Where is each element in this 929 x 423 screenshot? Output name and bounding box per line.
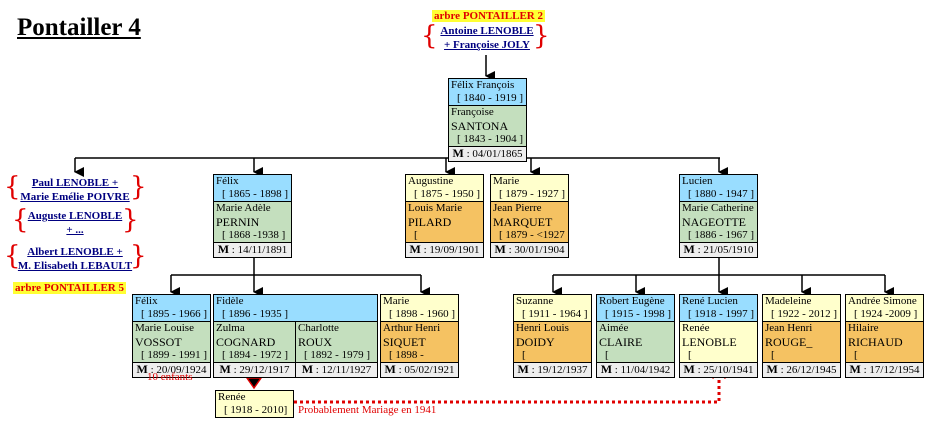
- page-title: Pontailler 4: [17, 14, 141, 41]
- tree-link-pontailler-2[interactable]: arbre PONTAILLER 2: [432, 6, 545, 24]
- marriage: M : 14/11/1891: [214, 243, 291, 257]
- right-brace-icon: }: [122, 205, 139, 235]
- person[interactable]: Robert Eugène[ 1915 - 1998 ]: [597, 295, 674, 322]
- tree-link-label: arbre PONTAILLER 2: [432, 10, 545, 22]
- person[interactable]: Renée[ 1918 - 2010]: [216, 391, 293, 417]
- marriage: M : 30/01/1904: [491, 243, 568, 257]
- right-brace-icon: }: [130, 241, 147, 271]
- marriage: M : 20/09/1924: [133, 363, 210, 377]
- person[interactable]: Marie[ 1879 - 1927 ]: [491, 175, 568, 202]
- marriage: M : 19/09/1901: [406, 243, 483, 257]
- parents-link-line2: + Françoise JOLY: [444, 39, 530, 51]
- left-brace-icon: {: [12, 205, 29, 235]
- person[interactable]: Félix[ 1865 - 1898 ]: [214, 175, 291, 202]
- marriage-2: M : 12/11/1927: [296, 363, 377, 377]
- left-link-paul[interactable]: Paul LENOBLE + Marie Emélie POIVRE: [15, 176, 135, 204]
- dotted-marriage-link: [294, 372, 721, 404]
- person[interactable]: Fidèle[ 1896 - 1935 ]: [214, 295, 377, 322]
- root-husband[interactable]: Félix François[ 1840 - 1919 ]: [449, 79, 526, 106]
- left-link-line2: M. Elisabeth LEBAULT: [17, 260, 133, 272]
- person[interactable]: René Lucien[ 1918 - 1997 ]: [680, 295, 757, 322]
- left-link-line2: Marie Emélie POIVRE: [20, 191, 130, 203]
- left-link-line2: + ...: [66, 224, 84, 236]
- right-brace-icon: }: [130, 172, 147, 202]
- marriage: M : 17/12/1954: [846, 363, 923, 377]
- marriage: M : 11/04/1942: [597, 363, 674, 377]
- person-renee: Renée[ 1918 - 2010]: [215, 390, 294, 418]
- person[interactable]: Andrée Simone[ 1924 -2009 ]: [846, 295, 923, 322]
- person[interactable]: Lucien[ 1880 - 1947 ]: [680, 175, 757, 202]
- marriage: M : 26/12/1945: [763, 363, 840, 377]
- tree-link-label: arbre PONTAILLER 5: [13, 282, 126, 294]
- parents-link-line1: Antoine LENOBLE: [440, 25, 534, 37]
- root-marriage: M : 04/01/1865: [449, 147, 526, 161]
- left-link-line1: Paul LENOBLE +: [31, 177, 119, 189]
- marriage-note: Probablement Mariage en 1941: [298, 404, 437, 416]
- person[interactable]: Madeleine[ 1922 - 2012 ]: [763, 295, 840, 322]
- tree-link-pontailler-5[interactable]: arbre PONTAILLER 5: [13, 278, 126, 296]
- children-count-note: 10 enfants: [147, 371, 193, 383]
- right-brace-icon: }: [533, 21, 550, 51]
- parents-link[interactable]: Antoine LENOBLE + Françoise JOLY: [434, 24, 540, 52]
- left-link-line1: Auguste LENOBLE: [27, 210, 123, 222]
- left-link-auguste[interactable]: Auguste LENOBLE + ...: [20, 209, 130, 237]
- marriage: M : 19/12/1937: [514, 363, 591, 377]
- person[interactable]: Suzanne[ 1911 - 1964 ]: [514, 295, 591, 322]
- person[interactable]: Félix[ 1895 - 1966 ]: [133, 295, 210, 322]
- left-brace-icon: {: [4, 172, 21, 202]
- person[interactable]: Augustine[ 1875 - 1950 ]: [406, 175, 483, 202]
- marriage: M : 21/05/1910: [680, 243, 757, 257]
- person[interactable]: Marie[ 1898 - 1960 ]: [381, 295, 458, 322]
- left-brace-icon: {: [421, 21, 438, 51]
- left-link-albert[interactable]: Albert LENOBLE + M. Elisabeth LEBAULT: [13, 245, 137, 273]
- left-brace-icon: {: [4, 241, 21, 271]
- marriage-1: M : 29/12/1917: [214, 363, 295, 377]
- left-link-line1: Albert LENOBLE +: [27, 246, 123, 258]
- arrow-renee: [245, 377, 263, 390]
- marriage: M : 05/02/1921: [381, 363, 458, 377]
- marriage: M : 25/10/1941: [680, 363, 757, 377]
